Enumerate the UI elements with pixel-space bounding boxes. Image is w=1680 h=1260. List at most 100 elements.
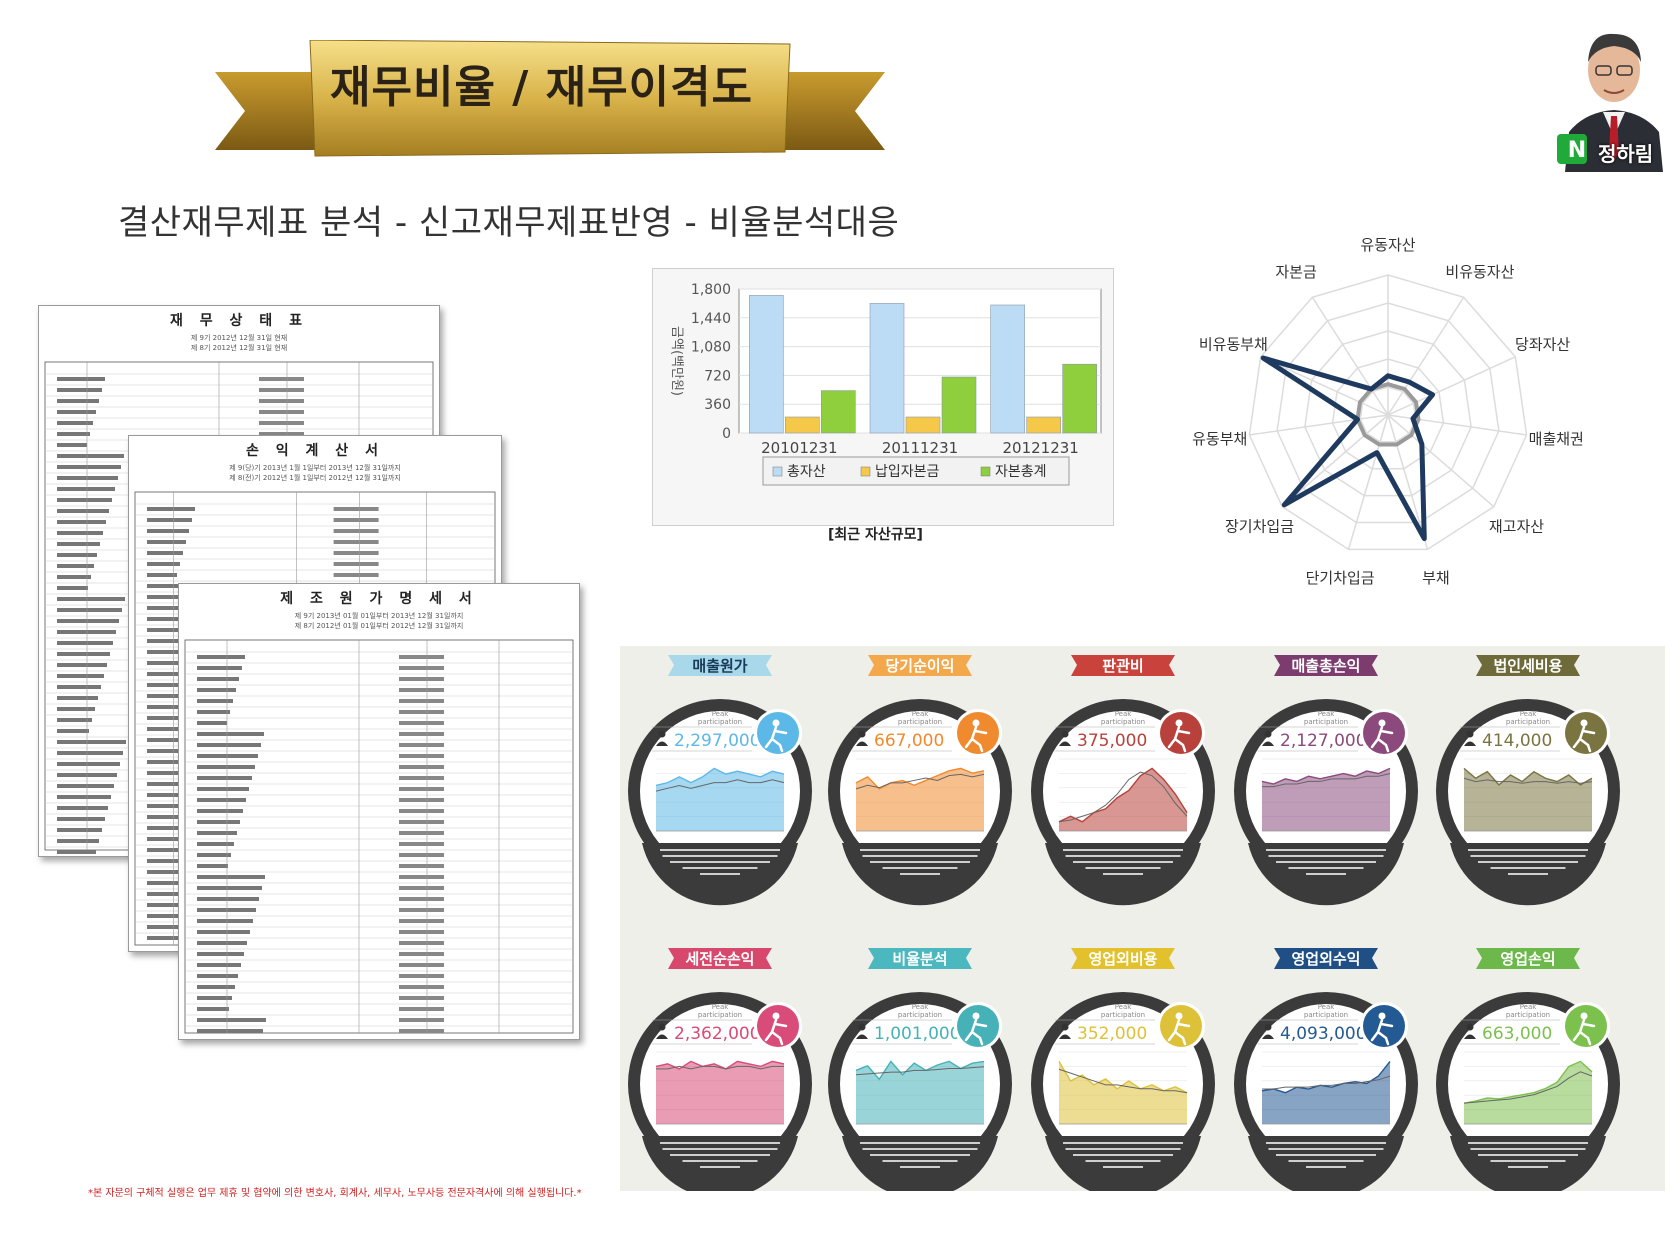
description-text — [1268, 855, 1384, 857]
doc-row-text — [57, 432, 90, 436]
description-text — [1470, 1148, 1586, 1150]
description-text — [1468, 849, 1588, 851]
doc-row-text — [147, 914, 204, 918]
description-text — [882, 867, 958, 869]
description-text — [1490, 867, 1566, 869]
doc-row-amount — [399, 952, 444, 956]
doc-row-text — [197, 798, 246, 802]
doc-row-amount — [399, 875, 444, 879]
doc-row-text — [197, 710, 230, 714]
doc-row-text — [147, 771, 203, 775]
doc-row-amount — [333, 518, 379, 522]
description-text — [862, 1148, 978, 1150]
doc-row-text — [57, 718, 92, 722]
doc-row-text — [147, 606, 208, 610]
doc-row-text — [147, 793, 197, 797]
banner-title: 재무비율 / 재무이격도 — [330, 62, 754, 113]
radar-axis-label: 부채 — [1422, 569, 1450, 587]
icon-badge — [1160, 1005, 1202, 1047]
infographic-tab — [1071, 655, 1175, 676]
mini-line — [1463, 1060, 1593, 1104]
description-text — [682, 1160, 758, 1162]
doc-subtitle: 제 8기 2012년 12월 31일 현재 — [190, 344, 288, 352]
athlete-icon — [1167, 725, 1191, 753]
person-icon-body — [856, 1034, 868, 1039]
person-icon — [1061, 1023, 1069, 1031]
doc-row-text — [197, 864, 228, 868]
description-text — [670, 1154, 770, 1156]
icon-badge — [1363, 1005, 1405, 1047]
doc-row-amount — [333, 540, 379, 544]
person-icon-body — [1464, 1034, 1476, 1039]
doc-row-amount — [399, 666, 444, 670]
mini-area — [1464, 1061, 1592, 1124]
infographic-label: 영업외비용 — [1088, 950, 1157, 968]
description-band — [1045, 1136, 1201, 1199]
athlete-icon-head — [772, 1012, 780, 1020]
description-band — [1450, 1136, 1606, 1199]
mini-line — [1261, 767, 1391, 785]
legend-label: 납입자본금 — [875, 464, 940, 480]
doc-row-text — [197, 1018, 266, 1022]
doc-row-text — [197, 765, 255, 769]
doc-row-amount — [399, 886, 444, 890]
bar-1 — [785, 416, 820, 434]
doc-row-text — [57, 784, 114, 788]
doc-row-amount — [399, 820, 444, 824]
description-text — [1306, 1166, 1346, 1168]
radar-spoke — [1311, 296, 1389, 416]
doc-row-amount — [399, 919, 444, 923]
doc-row-amount — [259, 432, 304, 436]
doc-row-text — [57, 542, 100, 546]
radar-spoke — [1387, 414, 1527, 436]
athlete-icon — [1572, 1018, 1596, 1046]
doc-row-amount — [259, 410, 304, 414]
doc-row-text — [57, 674, 104, 678]
athlete-icon-head — [1580, 719, 1588, 727]
athlete-icon — [964, 725, 988, 753]
description-text — [1063, 849, 1183, 851]
peak-sub-label: participation — [1304, 1011, 1348, 1019]
doc-row-amount — [399, 1007, 444, 1011]
x-tick-label: 20111231 — [882, 439, 958, 457]
doc-row-text — [57, 399, 99, 403]
description-text — [870, 1154, 970, 1156]
peak-sub-label: participation — [1506, 718, 1550, 726]
description-text — [1276, 1154, 1376, 1156]
doc-row-text — [197, 930, 250, 934]
plot-area — [738, 288, 1102, 434]
peak-label: Peak — [912, 1003, 930, 1011]
radar-spoke — [1387, 414, 1429, 550]
peak-value: 2,127,000 — [1280, 731, 1367, 751]
athlete-icon — [1370, 1018, 1394, 1046]
doc-row-amount — [259, 388, 304, 392]
doc-row-text — [57, 531, 103, 535]
doc-row-amount — [399, 985, 444, 989]
icon-badge — [1160, 712, 1202, 754]
doc-row-text — [147, 639, 199, 643]
peak-label: Peak — [1318, 710, 1336, 718]
mini-line — [1261, 1060, 1391, 1094]
mini-ref-line — [1058, 771, 1188, 823]
doc-row-text — [57, 564, 94, 568]
doc-row-text — [197, 787, 249, 791]
radar-series — [1355, 382, 1421, 447]
description-text — [700, 873, 740, 875]
description-text — [1268, 1148, 1384, 1150]
doc-row-text — [147, 815, 191, 819]
peak-value: 4,093,000 — [1280, 1024, 1367, 1044]
description-text — [1306, 873, 1346, 875]
doc-row-text — [197, 1029, 263, 1033]
doc-row-text — [57, 685, 101, 689]
description-text — [700, 1166, 740, 1168]
doc-row-text — [57, 707, 95, 711]
description-text — [1470, 855, 1586, 857]
doc-row-text — [147, 529, 189, 533]
bar-1 — [905, 416, 941, 434]
doc-row-text — [197, 875, 265, 879]
doc-row-amount — [399, 853, 444, 857]
mini-line — [855, 1060, 985, 1081]
